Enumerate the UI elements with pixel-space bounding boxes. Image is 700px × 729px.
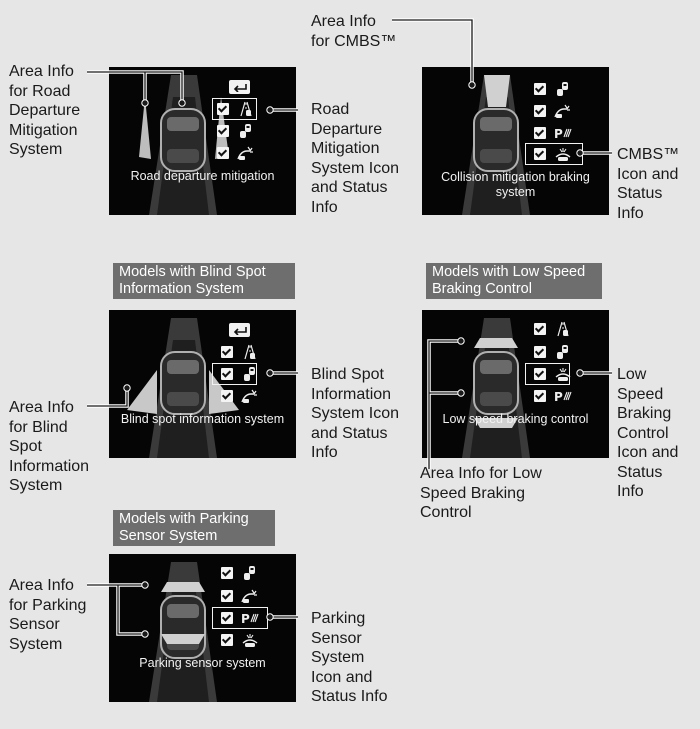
callout-cmbs-area: Area Info for CMBS™: [311, 13, 397, 50]
collision-mitigation-icon: [241, 388, 259, 404]
checkbox[interactable]: [534, 368, 546, 380]
screen-parking-sensor: Parking sensor system: [109, 554, 296, 702]
row-cmbs[interactable]: [221, 587, 261, 605]
parking-sensor-icon: [554, 388, 574, 404]
callout-bsi-area: Area Info for Blind Spot Information Sys…: [9, 399, 90, 494]
row-cmbs[interactable]: [534, 102, 574, 120]
checkbox[interactable]: [221, 346, 233, 358]
screen-blind-spot: Blind spot information system: [109, 310, 296, 458]
collision-mitigation-icon: [241, 588, 259, 604]
checkbox[interactable]: [534, 323, 546, 335]
selection-frame: [212, 363, 257, 385]
checkbox[interactable]: [217, 125, 229, 137]
collision-mitigation-icon: [237, 145, 255, 161]
road-departure-icon: [241, 344, 259, 360]
blind-spot-car-icon: [241, 565, 259, 581]
callout-pss-area: Area Info for Parking Sensor System: [9, 577, 87, 653]
checkbox[interactable]: [221, 612, 233, 624]
screen-caption: Blind spot information system: [120, 412, 285, 426]
row-low-speed[interactable]: [534, 365, 574, 383]
row-parking[interactable]: [534, 387, 574, 405]
checkbox[interactable]: [221, 368, 233, 380]
collision-mitigation-icon: [554, 103, 572, 119]
back-button[interactable]: [229, 80, 250, 94]
screen-road-departure: Road departure mitigation: [109, 67, 296, 215]
checkbox[interactable]: [221, 590, 233, 602]
checkbox[interactable]: [221, 390, 233, 402]
checkbox[interactable]: [534, 148, 546, 160]
checkbox[interactable]: [217, 147, 229, 159]
row-blind-spot[interactable]: [221, 365, 261, 383]
parking-sensor-icon: [554, 125, 574, 141]
screen-caption: Road departure mitigation: [130, 169, 275, 183]
blind-spot-car-icon: [237, 123, 255, 139]
row-low-speed[interactable]: [534, 145, 574, 163]
row-parking[interactable]: [221, 609, 261, 627]
row-blind-spot[interactable]: [534, 343, 574, 361]
back-arrow-icon: [233, 327, 247, 335]
road-departure-icon: [237, 101, 255, 117]
row-road-departure[interactable]: [221, 343, 261, 361]
back-button[interactable]: [229, 323, 250, 337]
screen-cmbs: Collision mitigation braking system: [422, 67, 609, 215]
blind-spot-car-icon: [554, 81, 572, 97]
checkbox[interactable]: [217, 103, 229, 115]
row-low-speed[interactable]: [221, 631, 261, 649]
back-arrow-icon: [233, 84, 247, 92]
road-departure-icon: [554, 321, 572, 337]
blind-spot-car-icon: [241, 366, 259, 382]
models-header-bsi: Models with Blind Spot Information Syste…: [113, 263, 295, 299]
callout-lsbc-icon: Low Speed Braking Control Icon and Statu…: [617, 366, 679, 500]
checkbox[interactable]: [534, 390, 546, 402]
row-blind-spot[interactable]: [534, 80, 574, 98]
models-header-lsbc: Models with Low Speed Braking Control: [426, 263, 602, 299]
row-blind-spot[interactable]: [217, 122, 257, 140]
selection-frame: [525, 363, 570, 385]
models-header-pss: Models with Parking Sensor System: [113, 510, 275, 546]
row-road-departure[interactable]: [217, 100, 257, 118]
checkbox[interactable]: [534, 105, 546, 117]
callout-lsbc-area: Area Info for Low Speed Braking Control: [420, 465, 542, 521]
checkbox[interactable]: [534, 83, 546, 95]
low-speed-braking-icon: [241, 632, 259, 648]
screen-caption: Low speed braking control: [442, 412, 589, 426]
screen-caption: Parking sensor system: [139, 656, 266, 670]
screen-caption: Collision mitigation braking system: [441, 170, 590, 199]
checkbox[interactable]: [534, 127, 546, 139]
selection-frame: [212, 98, 257, 120]
row-parking[interactable]: [534, 124, 574, 142]
checkbox[interactable]: [221, 567, 233, 579]
checkbox[interactable]: [221, 634, 233, 646]
row-cmbs[interactable]: [217, 144, 257, 162]
callout-bsi-icon: Blind Spot Information System Icon and S…: [311, 366, 400, 461]
row-blind-spot[interactable]: [221, 564, 261, 582]
low-speed-braking-icon: [554, 146, 572, 162]
row-road-departure[interactable]: [534, 320, 574, 338]
parking-sensor-icon: [241, 610, 261, 626]
low-speed-braking-icon: [554, 366, 572, 382]
row-cmbs[interactable]: [221, 387, 261, 405]
callout-pss-icon: Parking Sensor System Icon and Status In…: [311, 610, 388, 705]
checkbox[interactable]: [534, 346, 546, 358]
callout-rdm-icon: Road Departure Mitigation System Icon an…: [311, 101, 400, 216]
callout-rdm-area: Area Info for Road Departure Mitigation …: [9, 63, 81, 158]
callout-cmbs-icon: CMBS™ Icon and Status Info: [617, 146, 680, 222]
screen-low-speed-braking: Low speed braking control: [422, 310, 609, 458]
blind-spot-car-icon: [554, 344, 572, 360]
